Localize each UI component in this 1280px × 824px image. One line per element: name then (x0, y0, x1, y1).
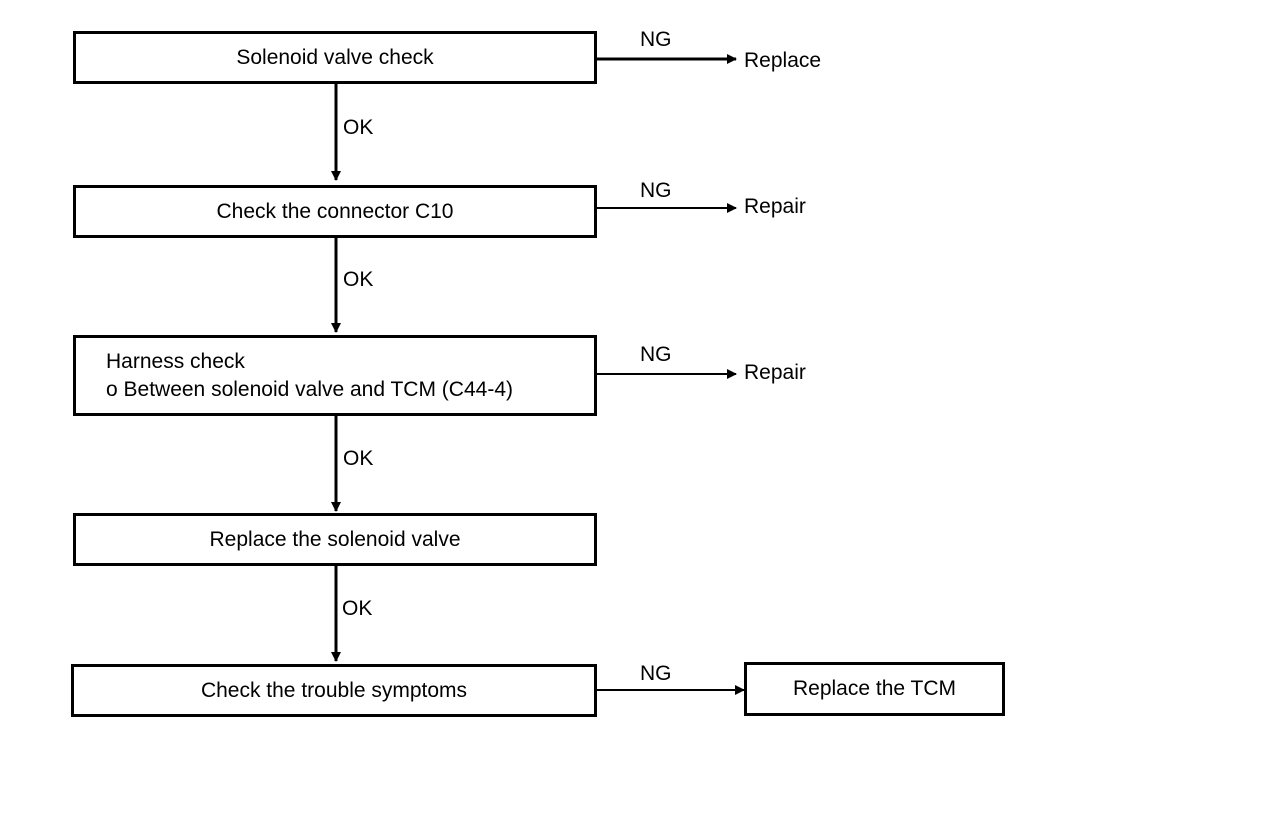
step-text: Replace the solenoid valve (209, 527, 461, 551)
result-replace-tcm: Replace the TCM (744, 662, 1005, 716)
step-check-trouble-symptoms: Check the trouble symptoms (71, 664, 597, 717)
ng-result-replace: Replace (744, 49, 822, 72)
step-text: Check the connector C10 (216, 199, 454, 223)
step-text: Check the trouble symptoms (200, 678, 468, 702)
step-check-connector: Check the connector C10 (73, 185, 597, 238)
step-text-line-2: o Between solenoid valve and TCM (C44-4) (106, 378, 513, 401)
ok-label-4: OK (342, 597, 373, 620)
step-harness-check: Harness check o Between solenoid valve a… (73, 335, 597, 416)
ng-label-1: NG (640, 28, 672, 51)
ok-label-1: OK (343, 116, 374, 139)
ng-result-repair-1: Repair (744, 195, 806, 218)
ng-result-repair-2: Repair (744, 361, 806, 384)
step-replace-solenoid-valve: Replace the solenoid valve (73, 513, 597, 566)
step-text-line-1: Harness check (106, 350, 245, 373)
ng-label-3: NG (640, 343, 672, 366)
ok-label-2: OK (343, 268, 374, 291)
ok-label-3: OK (343, 447, 374, 470)
ng-label-5: NG (640, 662, 672, 685)
result-text: Replace the TCM (792, 677, 957, 700)
step-text: Solenoid valve check (236, 45, 434, 69)
step-solenoid-valve-check: Solenoid valve check (73, 31, 597, 84)
ng-label-2: NG (640, 179, 672, 202)
